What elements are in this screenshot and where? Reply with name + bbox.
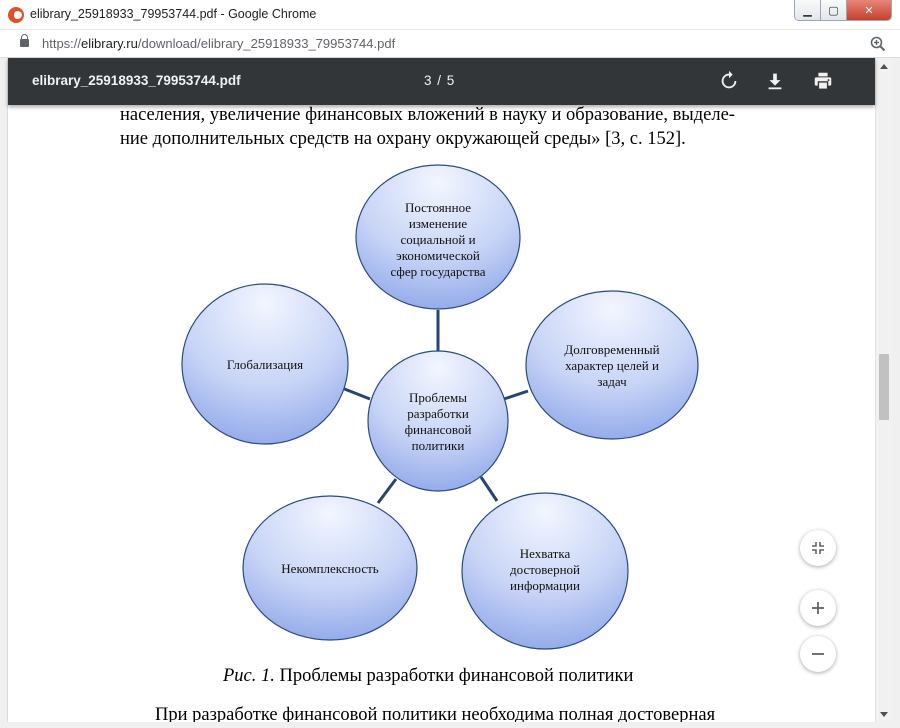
zoom-out-button[interactable] bbox=[800, 636, 836, 672]
svg-text:Глобализация: Глобализация bbox=[227, 357, 303, 372]
paragraph-line-2: ние дополнительных средств на охрану окр… bbox=[120, 129, 686, 149]
minus-icon bbox=[812, 653, 824, 655]
rotate-icon[interactable] bbox=[718, 70, 740, 92]
bottom-frame bbox=[0, 722, 900, 728]
svg-text:Некомплексность: Некомплексность bbox=[281, 561, 379, 576]
node-label-line: экономической bbox=[396, 248, 480, 263]
window-titlebar: elibrary_25918933_79953744.pdf - Google … bbox=[0, 0, 900, 30]
pdf-filename: elibrary_25918933_79953744.pdf bbox=[32, 73, 241, 88]
figure-title: Проблемы разработки финансовой политики bbox=[274, 666, 634, 686]
figure-caption: Рис. 1. Проблемы разработки финансовой п… bbox=[223, 666, 633, 687]
lock-icon[interactable] bbox=[20, 34, 29, 47]
node-label-line: информации bbox=[510, 578, 580, 593]
vertical-scrollbar[interactable] bbox=[875, 58, 892, 723]
zoom-icon[interactable] bbox=[870, 36, 886, 52]
url-scheme: https:// bbox=[42, 36, 82, 51]
zoom-in-button[interactable] bbox=[800, 590, 836, 626]
node-label-line: задач bbox=[597, 374, 627, 389]
node-label-line: достоверной bbox=[510, 562, 580, 577]
right-frame bbox=[892, 58, 900, 728]
url-host: elibrary.ru bbox=[81, 36, 138, 51]
connector-right bbox=[503, 389, 529, 401]
node-label-line: Глобализация bbox=[227, 357, 303, 372]
fit-page-icon bbox=[812, 542, 824, 554]
node-label-line: Некомплексность bbox=[281, 561, 379, 576]
node-label-line: финансовой bbox=[405, 422, 472, 437]
plus-icon bbox=[812, 602, 824, 614]
url-path: /download/elibrary_25918933_79953744.pdf bbox=[137, 36, 396, 51]
node-label-line: Проблемы bbox=[409, 390, 467, 405]
url-text[interactable]: https://elibrary.ru/download/elibrary_25… bbox=[42, 36, 395, 51]
paragraph-line-1: населения, увеличение финансовых вложени… bbox=[120, 105, 735, 125]
paragraph-line-3: При разработке финансовой политики необх… bbox=[155, 705, 716, 723]
chrome-app-icon bbox=[8, 7, 24, 23]
node-left: Глобализация bbox=[181, 283, 349, 445]
node-label-line: политики bbox=[412, 438, 465, 453]
fit-page-button[interactable] bbox=[800, 530, 836, 566]
connector-bottom-left bbox=[376, 478, 398, 504]
node-bottom-left: Некомплексность bbox=[242, 495, 418, 641]
node-label-line: разработки bbox=[407, 406, 469, 421]
page-indicator[interactable]: 3 / 5 bbox=[424, 73, 456, 88]
pdf-page: населения, увеличение финансовых вложени… bbox=[8, 105, 875, 723]
node-label-line: Нехватка bbox=[520, 546, 571, 561]
download-icon[interactable] bbox=[764, 70, 786, 92]
pdf-toolbar: elibrary_25918933_79953744.pdf 3 / 5 bbox=[8, 58, 875, 105]
left-frame bbox=[0, 58, 8, 728]
address-bar[interactable]: https://elibrary.ru/download/elibrary_25… bbox=[0, 30, 900, 58]
node-label-line: Долговременный bbox=[564, 342, 659, 357]
node-label-line: Постоянное bbox=[405, 200, 471, 215]
window-controls: ▁ ▢ ✕ bbox=[794, 0, 892, 21]
scroll-down-arrow-icon[interactable] bbox=[880, 712, 888, 717]
scroll-thumb[interactable] bbox=[879, 354, 889, 420]
node-label-line: социальной и bbox=[400, 232, 475, 247]
node-label-line: характер целей и bbox=[565, 358, 659, 373]
connector-left bbox=[341, 386, 371, 401]
scroll-up-arrow-icon[interactable] bbox=[880, 64, 888, 69]
minimize-button[interactable]: ▁ bbox=[795, 0, 821, 20]
window-title: elibrary_25918933_79953744.pdf - Google … bbox=[30, 7, 317, 21]
print-icon[interactable] bbox=[812, 70, 834, 92]
node-label-line: сфер государства bbox=[390, 264, 485, 279]
maximize-button[interactable]: ▢ bbox=[821, 0, 847, 20]
close-button[interactable]: ✕ bbox=[847, 0, 891, 20]
figure-label: Рис. 1. bbox=[223, 666, 275, 686]
node-label-line: изменение bbox=[409, 216, 468, 231]
connector-bottom-right bbox=[479, 476, 499, 502]
